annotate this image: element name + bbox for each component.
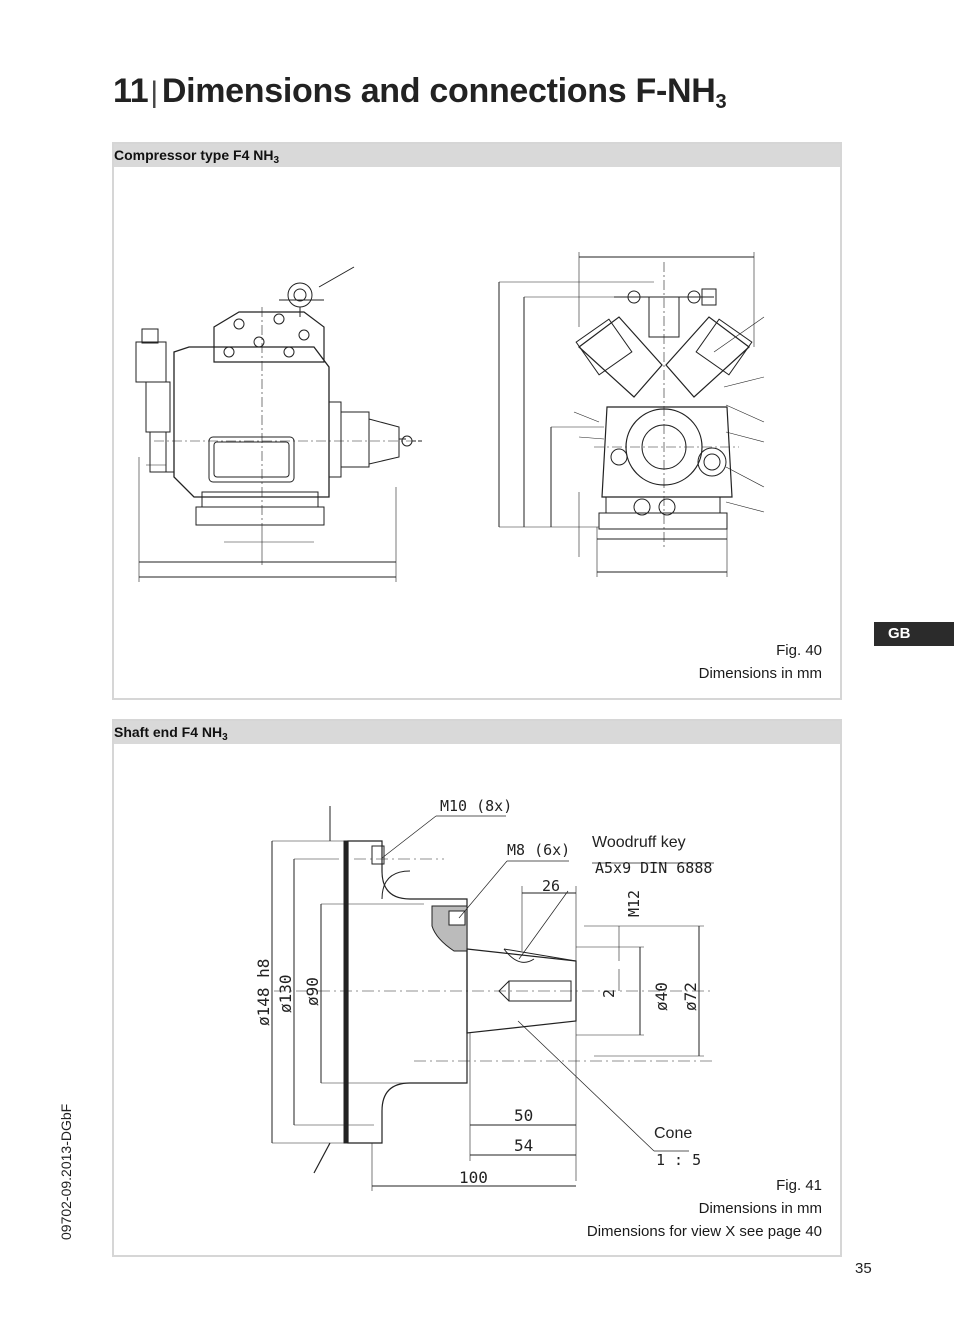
shaft-end-view-note: Dimensions for view X see page 40 — [586, 1223, 822, 1240]
d90-label: ø90 — [303, 977, 322, 1006]
d130-label: ø130 — [276, 974, 295, 1013]
title-text: Dimensions and connections F-NH — [161, 72, 716, 110]
woodruff-label: Woodruff key — [592, 834, 686, 851]
chapter-number: 11 — [113, 72, 149, 110]
d72-label: ø72 — [681, 982, 700, 1011]
compressor-front-view — [498, 252, 765, 577]
shaft-end-panel: Shaft end F4 NH3 — [112, 719, 842, 1257]
compressor-panel-heading: Compressor type F4 NH3 — [114, 144, 840, 167]
cone-label: Cone — [654, 1125, 692, 1142]
dim-2-label: 2 — [600, 989, 618, 998]
page-title: 11|Dimensions and connections F-NH3 — [113, 72, 727, 114]
m8-label: M8 (6x) — [507, 841, 570, 859]
compressor-drawing — [135, 252, 765, 582]
shaft-end-fig-number: Fig. 41 — [776, 1177, 822, 1194]
document-code: 09702-09.2013-DGbF — [58, 1103, 74, 1240]
page-number: 35 — [855, 1260, 872, 1277]
language-tab-label: GB — [888, 625, 911, 642]
dim-26-label: 26 — [542, 877, 560, 895]
cone-ratio-label: 1 : 5 — [656, 1151, 701, 1169]
compressor-heading-text: Compressor type F4 NH — [114, 147, 274, 163]
d148-label: ø148 h8 — [254, 959, 273, 1026]
compressor-heading-sub: 3 — [273, 155, 280, 166]
m12-label: M12 — [625, 890, 643, 917]
compressor-fig-number: Fig. 40 — [776, 642, 822, 659]
dim-50-label: 50 — [514, 1106, 533, 1125]
compressor-panel: Compressor type F4 NH3 — [112, 142, 842, 700]
shaft-end-units-note: Dimensions in mm — [698, 1200, 822, 1217]
shaft-end-caption: Fig. 41 Dimensions in mm Dimensions for … — [587, 1174, 822, 1243]
d40-label: ø40 — [652, 982, 671, 1011]
title-subscript: 3 — [715, 91, 727, 113]
language-tab: GB — [874, 622, 954, 646]
shaft-end-heading-sub: 3 — [222, 732, 228, 743]
m10-label: M10 (8x) — [440, 797, 512, 815]
compressor-caption: Fig. 40 Dimensions in mm — [699, 639, 822, 685]
shaft-end-drawing: M10 (8x) M8 (6x) Woodruff key A5x9 DIN 6… — [254, 797, 714, 1191]
compressor-units-note: Dimensions in mm — [698, 665, 822, 682]
dim-54-label: 54 — [514, 1136, 533, 1155]
dim-100-label: 100 — [459, 1168, 488, 1187]
woodruff-spec: A5x9 DIN 6888 — [595, 859, 712, 877]
compressor-side-view — [135, 266, 424, 582]
shaft-end-heading-text: Shaft end F4 NH — [114, 724, 223, 740]
title-separator: | — [150, 76, 158, 109]
shaft-end-panel-heading: Shaft end F4 NH3 — [114, 721, 840, 744]
